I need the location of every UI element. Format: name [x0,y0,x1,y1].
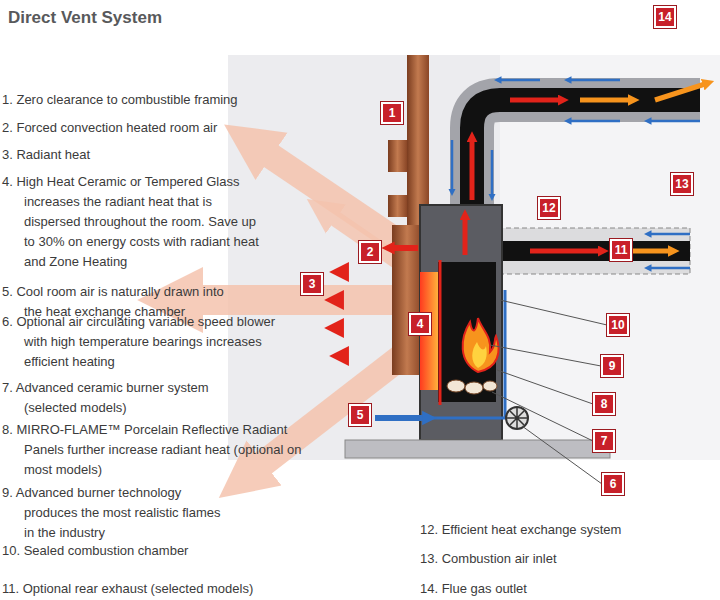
intake-arrow [570,120,620,123]
intake-arrow [650,120,700,123]
leader-line [492,392,593,441]
intake-arrow [451,140,454,190]
blower-fan [506,407,528,429]
intake-arrow [491,150,494,195]
callout-number: 12 [538,197,560,219]
callout-number: 3 [301,273,323,295]
intake-arrow [650,267,690,270]
exhaust-arrow [530,249,600,254]
heat-arrow [463,218,468,255]
vent-pipe-outer [472,100,700,215]
legend-item-text: 13. Combustion air inlet [420,549,710,569]
callout-number: 2 [359,241,381,263]
flame [463,318,499,372]
intake-arrow [570,79,620,82]
intake-arrow [650,233,690,236]
callout-number: 9 [601,355,623,377]
callout-number: 6 [602,473,624,495]
legend-item-text: 3. Radiant heat [2,145,292,165]
rear-exhaust-core [498,241,690,261]
wood-block [388,140,407,172]
diagram-title: Direct Vent System [8,8,162,28]
legend-item-text: 1. Zero clearance to combustible framing [2,90,292,110]
flue-arrow [470,140,475,200]
fan-blades [507,408,527,428]
leader-line [497,370,593,404]
convection-path [439,260,442,405]
flue-arrow [580,98,630,103]
room-air-arrow [392,245,418,251]
rear-exhaust-pipe [498,228,690,274]
legend-item-text: 11. Optional rear exhaust (selected mode… [2,579,302,599]
leader-line [500,300,607,325]
radiant-arrow [262,150,410,250]
hearth-shelf [345,440,610,458]
radiant-heat-arrow [345,352,420,361]
callout-number: 5 [349,404,371,426]
legend-item-text: 2. Forced convection heated room air [2,118,292,138]
intake-arrow [500,79,540,82]
ceramic-log [465,382,483,394]
flue-arrow [655,84,705,100]
callout-number: 11 [610,239,632,261]
radiant-heat-arrow [345,268,420,277]
leader-line [522,426,602,484]
callout-number: 1 [381,102,403,124]
legend-item-text: 6. Optional air circulating variable spe… [2,312,280,372]
callout-number: 7 [593,430,615,452]
cool-air-arrow [375,415,425,421]
flame-core [472,342,486,368]
legend-item-text: 10. Sealed combustion chamber [2,541,292,561]
fireplace-body [420,205,502,440]
callout-number: 14 [654,6,676,28]
callout-number: 4 [409,313,431,335]
callout-number: 8 [593,393,615,415]
callout-number: 13 [671,173,693,195]
ceramic-log [447,380,465,392]
radiant-heat-arrow [340,296,420,305]
legend-item-text: 7. Advanced ceramic burner system (selec… [2,378,247,418]
legend-item-text: 12. Efficient heat exchange system [420,520,710,540]
ceramic-log [483,381,497,391]
radiant-heat-arrow [340,324,420,333]
flue-arrow [510,98,560,103]
room-backdrop [228,55,720,460]
callout-number: 10 [607,314,629,336]
legend-item-text: 9. Advanced burner technology produces t… [2,483,224,543]
leader-line [490,345,601,366]
vent-pipe-inner [472,100,700,215]
wood-block [388,195,407,217]
legend-item-text: 14. Flue gas outlet [420,579,710,599]
legend-item-text: 4. High Heat Ceramic or Tempered Glass i… [2,172,267,272]
legend-item-text: 8. MIRRO-FLAME™ Porcelain Reflective Rad… [2,420,304,480]
